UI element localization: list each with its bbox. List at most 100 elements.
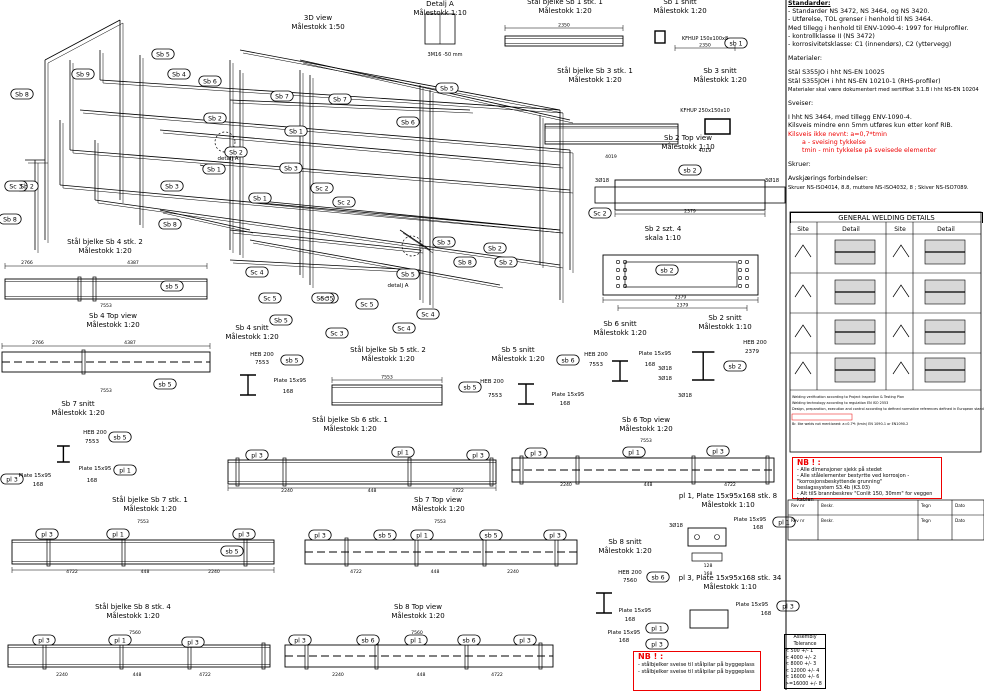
iso-member-tag-label: Sc 2 [593,210,606,217]
dimension-value: 7560 [623,578,637,584]
iso-member-tag-bubble [158,218,182,230]
callout-bubble [181,636,205,648]
beam-outline [331,384,443,406]
iso-member-tag-label: Sc 4 [250,269,263,276]
iso-member-tag-bubble [483,242,507,254]
profile-label: HEB 200 [250,352,274,358]
callout-bubble [404,634,428,646]
dimension-value: 7553 [255,360,269,366]
callout-label: pl 3 [251,452,263,459]
callout-bubble [524,447,548,459]
revision-header: Rev nr [791,518,805,523]
profile-label: Plate 15x95 [552,392,585,398]
iso-member-tag-label: Sc 2 [337,199,350,206]
view-scale: Målestokk 1:20 [538,6,591,15]
standards-line: - Standarder NS 3472, NS 3464, og NS 342… [788,8,930,16]
welds-heading: Sveiser: [788,100,814,108]
callout-bubble [776,600,800,612]
screws-line: Skruer NS-ISO4014, 8.8, muttere NS-ISO40… [788,184,969,191]
view-title: Sb 2 szt. 4 [645,225,682,233]
plate-detail-side [691,552,723,562]
callout-bubble [113,464,137,476]
bolt-hole [737,283,742,288]
tolerance-row: < 12000 +/- 4 [785,668,820,674]
dimension-value: 448 [644,482,653,488]
view-title: Stål bjelke Sb 5 stk. 2 [350,345,426,354]
welds-red-line: Kilsveis ikke nevnt: a=0,7*tmin [788,130,888,138]
3d-frame-member-edge [252,202,564,234]
detail-a-label: detalj A [388,283,409,289]
view-title: Stål bjelke Sb 1 stk. 1 [527,0,603,6]
nb-box-2-line: - stålbjelker sveise til stålpilar på by… [638,662,755,668]
3d-frame-member-edge [252,242,504,289]
3d-frame-member [249,199,561,231]
callout-label: pl 1 [651,625,663,632]
plate-inner [624,261,738,288]
callout-bubble [0,473,24,485]
heb-section [692,351,715,381]
tolerance-row: < 16000 +/- 6 [785,675,820,680]
profile-label: Plate 15x95 [734,517,767,523]
callout-bubble [457,634,481,646]
3d-frame-member [229,229,421,251]
dimension-value: 2766 [32,340,44,346]
iso-member-tag-label: Sc 4 [421,311,434,318]
view-scale: Målestokk 1:20 [693,75,746,84]
dimension-value: 7553 [100,303,112,309]
view-title: Sb 4 snitt [235,324,269,332]
iso-member-tag-label: Sb 1 [207,166,221,173]
bolt-hole [714,534,720,540]
stiffener-plate [407,457,412,487]
bolt-hole [615,283,620,288]
view-title: Sb 6 snitt [603,320,637,328]
iso-member-tag-label: Sb 6 [203,78,217,85]
view-scale: Målestokk 1:10 [698,322,751,331]
dimension-value: 7553 [85,439,99,445]
callout-label: pl 3 [549,532,561,539]
profile-label: KFHUP 150x100x8 [682,36,728,42]
bolt-hole [622,267,627,272]
stiffener-plate [765,455,770,485]
3d-frame-member [159,129,561,166]
welding-table-header: Site [797,226,809,233]
dimension-value: 4387 [124,340,136,346]
callout-bubble [32,634,56,646]
callout-bubble [678,164,702,176]
callout-bubble [308,529,332,541]
detail-note: 3M16 -50 mm [428,52,463,58]
3d-frame-member-edge [162,212,254,234]
stiffener-plate [282,457,287,487]
3d-frame-member-edge [72,152,574,194]
callout-label: sb 6 [561,357,574,364]
callout-bubble [108,634,132,646]
iso-member-tag-label: Sb 5 [401,271,415,278]
stiffener-plate [261,642,266,670]
view-scale: Målestokk 1:20 [653,6,706,15]
iso-member-tag-bubble [416,308,440,320]
callout-label: pl 3 [187,639,199,646]
standards-line: - kontrollklasse II (NS 3472) [788,32,875,40]
callout-label: sb 5 [484,532,497,539]
iso-member-tag-label: Sc 5 [360,301,373,308]
nb-box-1-title: NB ! : [797,458,821,467]
detail-a-label: detalj A [218,156,239,162]
iso-member-tag-label: Sb 1 [253,195,267,202]
iso-member-tag-bubble [396,116,420,128]
view-title: Sb 5 snitt [501,346,535,354]
callout-bubble [645,638,669,650]
dimension-value: 2240 [56,672,68,678]
bolt-label: 3Ø18 [765,177,780,184]
dimension-value: 7553 [434,519,446,525]
stiffener-plate [519,455,524,485]
welding-table-footer: Welding technology according to regulati… [792,401,888,405]
nb-box-2-title: NB ! : [638,652,664,661]
beam-outline [504,35,624,47]
callout-bubble [723,360,747,372]
weld-symbol [892,284,910,298]
callout-bubble [232,528,256,540]
stiffener-plate [92,276,97,302]
bolt-hole [737,275,742,280]
detail-a-marker [401,235,423,257]
view-scale: Målestokk 1:20 [391,611,444,620]
